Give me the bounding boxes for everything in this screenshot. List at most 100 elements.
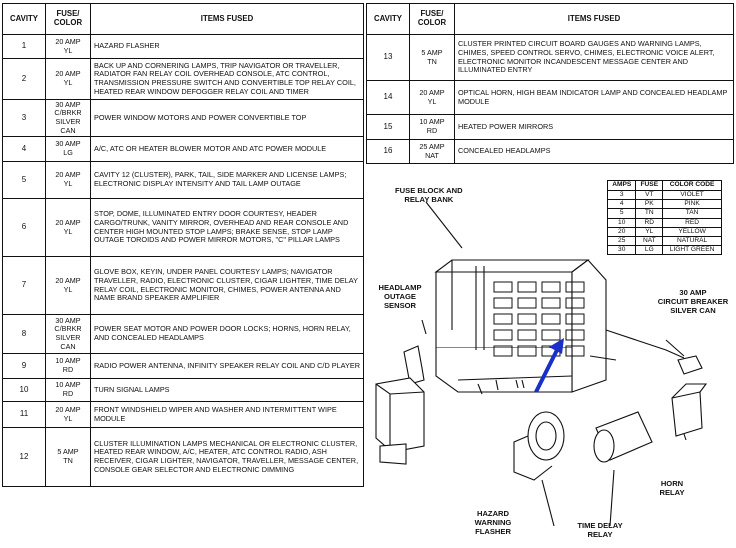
items-cell: GLOVE BOX, KEYIN, UNDER PANEL COURTESY L… bbox=[90, 256, 364, 315]
fuse-cell: 30 AMP LG bbox=[45, 136, 91, 162]
fuse-cell: 25 AMP NAT bbox=[409, 139, 455, 164]
fuse-cell: 5 AMP TN bbox=[45, 427, 91, 487]
fuse-cell: 20 AMP YL bbox=[45, 161, 91, 199]
fuse-block-top bbox=[434, 259, 590, 273]
cavity-cell: 9 bbox=[2, 353, 46, 379]
color-code-cell: RED bbox=[662, 217, 722, 228]
items-cell: BACK UP AND CORNERING LAMPS, TRIP NAVIGA… bbox=[90, 58, 364, 100]
items-fused-header: ITEMS FUSED bbox=[454, 3, 734, 35]
fuse-slot bbox=[541, 313, 561, 325]
cavity-header: CAVITY bbox=[2, 3, 46, 35]
horn-relay-icon bbox=[671, 391, 703, 437]
color-code-cell: 3 bbox=[606, 189, 637, 201]
fuse-slot bbox=[565, 329, 585, 341]
fuse-slot bbox=[517, 297, 537, 309]
circuit-breaker-label: 30 AMP CIRCUIT BREAKER SILVER CAN bbox=[657, 288, 729, 315]
fuse-cell: 5 AMP TN bbox=[409, 34, 455, 81]
cavity-cell: 14 bbox=[366, 80, 410, 115]
headlamp-sensor-body bbox=[375, 377, 425, 453]
color-code-cell: NATURAL bbox=[662, 236, 722, 247]
fuse-block-front bbox=[435, 271, 573, 349]
fuse-slot bbox=[565, 281, 585, 293]
fuse-slot bbox=[517, 313, 537, 325]
items-cell: POWER SEAT MOTOR AND POWER DOOR LOCKS; H… bbox=[90, 314, 364, 354]
color-code-cell: 4 bbox=[606, 199, 637, 210]
items-cell: CAVITY 12 (CLUSTER), PARK, TAIL, SIDE MA… bbox=[90, 161, 364, 199]
fuse-slot bbox=[541, 329, 561, 341]
color-code-cell: PINK bbox=[662, 199, 722, 210]
fuse-cell: 30 AMP C/BRKR SILVER CAN bbox=[45, 314, 91, 354]
items-cell: HAZARD FLASHER bbox=[90, 34, 364, 59]
color-code-cell: 20 bbox=[606, 226, 637, 238]
cavity-cell: 4 bbox=[2, 136, 46, 162]
color-code-cell: 25 bbox=[606, 236, 637, 247]
fuse-slot bbox=[517, 281, 537, 293]
items-cell: STOP, DOME, ILLUMINATED ENTRY DOOR COURT… bbox=[90, 198, 364, 257]
fuse-slot bbox=[565, 313, 585, 325]
fuse-grid bbox=[493, 281, 585, 357]
fuse-slot bbox=[541, 297, 561, 309]
items-cell: CLUSTER PRINTED CIRCUIT BOARD GAUGES AND… bbox=[454, 34, 734, 81]
fuse-slot bbox=[517, 345, 537, 357]
items-cell: POWER WINDOW MOTORS AND POWER CONVERTIBL… bbox=[90, 99, 364, 137]
fuse-slot bbox=[493, 329, 513, 341]
items-cell: A/C, ATC OR HEATER BLOWER MOTOR AND ATC … bbox=[90, 136, 364, 162]
cavity-cell: 5 bbox=[2, 161, 46, 199]
time-delay-label: TIME DELAY RELAY bbox=[577, 521, 623, 539]
fuse-cell: 20 AMP YL bbox=[45, 401, 91, 428]
headlamp-sensor-label: HEADLAMP OUTAGE SENSOR bbox=[378, 283, 422, 310]
fuse-block-label: FUSE BLOCK AND RELAY BANK bbox=[395, 186, 463, 204]
color-code-cell: 30 bbox=[606, 245, 637, 256]
fuse-color-header: FUSE/ COLOR bbox=[409, 3, 455, 35]
color-code-cell: YELLOW bbox=[662, 226, 722, 238]
cavity-cell: 6 bbox=[2, 198, 46, 257]
fuse-slot bbox=[493, 313, 513, 325]
fuse-slot bbox=[493, 297, 513, 309]
cavity-cell: 8 bbox=[2, 314, 46, 354]
cavity-cell: 15 bbox=[366, 114, 410, 140]
color-code-cell: 10 bbox=[606, 217, 637, 228]
items-fused-header: ITEMS FUSED bbox=[90, 3, 364, 35]
fuse-slot bbox=[541, 281, 561, 293]
fuse-cell: 20 AMP YL bbox=[45, 198, 91, 257]
fuse-cell: 20 AMP YL bbox=[45, 256, 91, 315]
fuse-cell: 10 AMP RD bbox=[45, 378, 91, 402]
fuse-slot bbox=[517, 329, 537, 341]
items-cell: CONCEALED HEADLAMPS bbox=[454, 139, 734, 164]
color-code-cell: 5 bbox=[606, 208, 637, 219]
items-cell: HEATED POWER MIRRORS bbox=[454, 114, 734, 140]
cavity-cell: 2 bbox=[2, 58, 46, 100]
fuse-slot bbox=[493, 345, 513, 357]
cavity-cell: 1 bbox=[2, 34, 46, 59]
fuse-block-side bbox=[571, 259, 607, 393]
cavity-cell: 11 bbox=[2, 401, 46, 428]
items-cell: CLUSTER ILLUMINATION LAMPS MECHANICAL OR… bbox=[90, 427, 364, 487]
fuse-cell: 20 AMP YL bbox=[45, 34, 91, 59]
fuse-cell: 20 AMP YL bbox=[409, 80, 455, 115]
fuse-color-header: FUSE/ COLOR bbox=[45, 3, 91, 35]
cavity-cell: 10 bbox=[2, 378, 46, 402]
items-cell: RADIO POWER ANTENNA, INFINITY SPEAKER RE… bbox=[90, 353, 364, 379]
cavity-header: CAVITY bbox=[366, 3, 410, 35]
